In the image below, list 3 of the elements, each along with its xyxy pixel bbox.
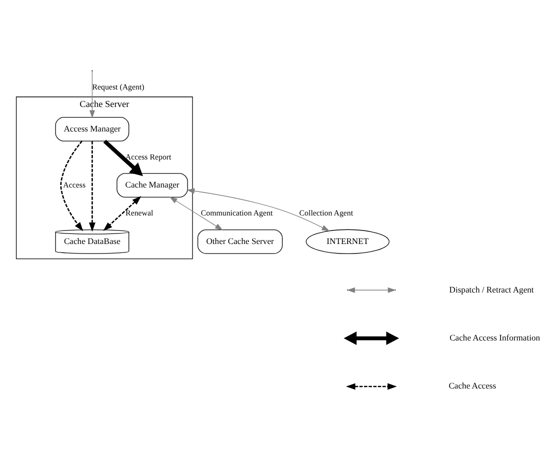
legend-label: Dispatch / Retract Agent [449,284,534,294]
legend-label: Cache Access [448,380,496,390]
legend-label: Cache Access Information [450,332,540,342]
